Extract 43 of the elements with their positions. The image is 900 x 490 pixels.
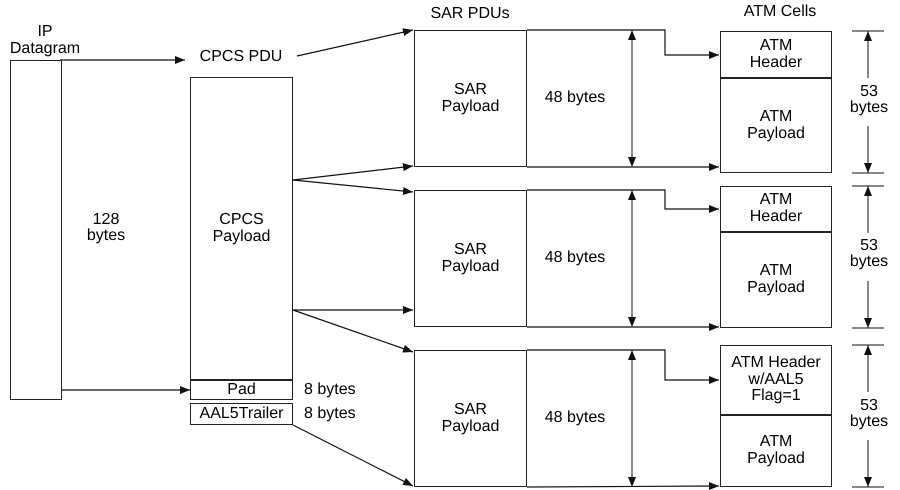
box-label: ATM Header [748,192,804,226]
payload-box [720,78,832,173]
box-label: ATM Header [748,38,804,72]
box-label: Pad [227,382,256,398]
node-heading: CPCS PDU [200,49,282,66]
arrow [60,56,185,64]
arrow [527,349,719,384]
arrow [527,163,719,171]
arrow [293,306,413,314]
box-label: ATM Payload [746,263,806,297]
box-label: AAL5Trailer [200,406,284,422]
payload-box [190,77,293,380]
size-label: 48 bytes [542,90,608,106]
node-heading: IP Datagram [10,24,80,58]
sar-payload-box [414,350,527,487]
payload-box [720,232,832,328]
box-label: ATM Header w/AAL5 Flag=1 [730,354,822,406]
arrow [292,309,414,353]
header-box [720,31,832,78]
size-label: 48 bytes [542,410,608,426]
box-label: ATM Payload [746,108,806,142]
box-label: ATM Payload [746,434,806,468]
box-label: SAR Payload [440,242,500,276]
sar-payload-box [414,30,527,167]
arrow [527,482,719,490]
size-label: 8 bytes [304,405,356,423]
box-label: SAR Payload [440,402,500,436]
box-label: CPCS Payload [212,212,272,246]
payload-box [720,415,832,487]
header-box [720,345,832,415]
header-box [720,186,832,232]
arrow [292,163,414,181]
size-label: 8 bytes [304,381,356,399]
box-label: SAR Payload [440,82,500,116]
arrow [292,179,414,195]
arrow [292,424,414,487]
arrow [527,29,719,59]
arrow [296,28,414,57]
sar-payload-box [414,190,527,327]
arrow [527,323,719,331]
arrow [60,386,190,394]
size-label: 48 bytes [542,250,608,266]
arrow [527,189,719,213]
